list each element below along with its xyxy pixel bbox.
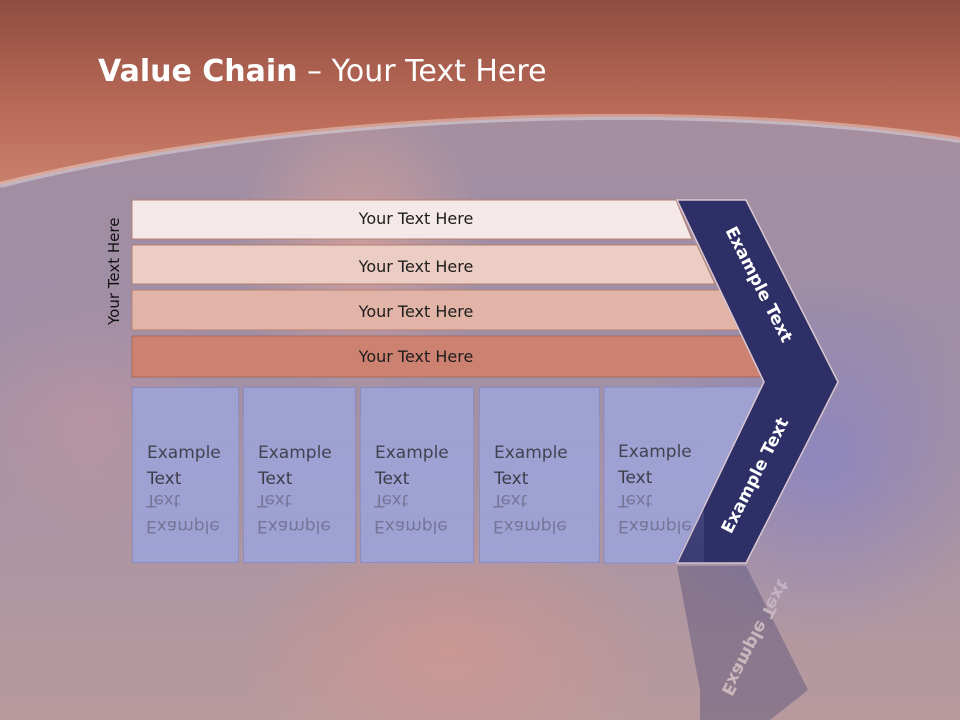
header-band bbox=[0, 0, 960, 185]
support-bar-4-label: Your Text Here bbox=[358, 347, 474, 366]
chevron-reflection: Example Text bbox=[677, 566, 808, 720]
primary-box-5-shape bbox=[603, 386, 763, 564]
support-bar-2-label: Your Text Here bbox=[358, 257, 474, 276]
header-arc bbox=[0, 113, 960, 188]
page-title: Value Chain – Your Text Here bbox=[98, 54, 547, 89]
support-bar-2 bbox=[131, 244, 716, 285]
support-bar-3-label: Your Text Here bbox=[358, 302, 474, 321]
support-bar-1 bbox=[131, 199, 693, 240]
margin-chevron bbox=[675, 199, 839, 564]
support-bar-1-label: Your Text Here bbox=[358, 209, 474, 228]
